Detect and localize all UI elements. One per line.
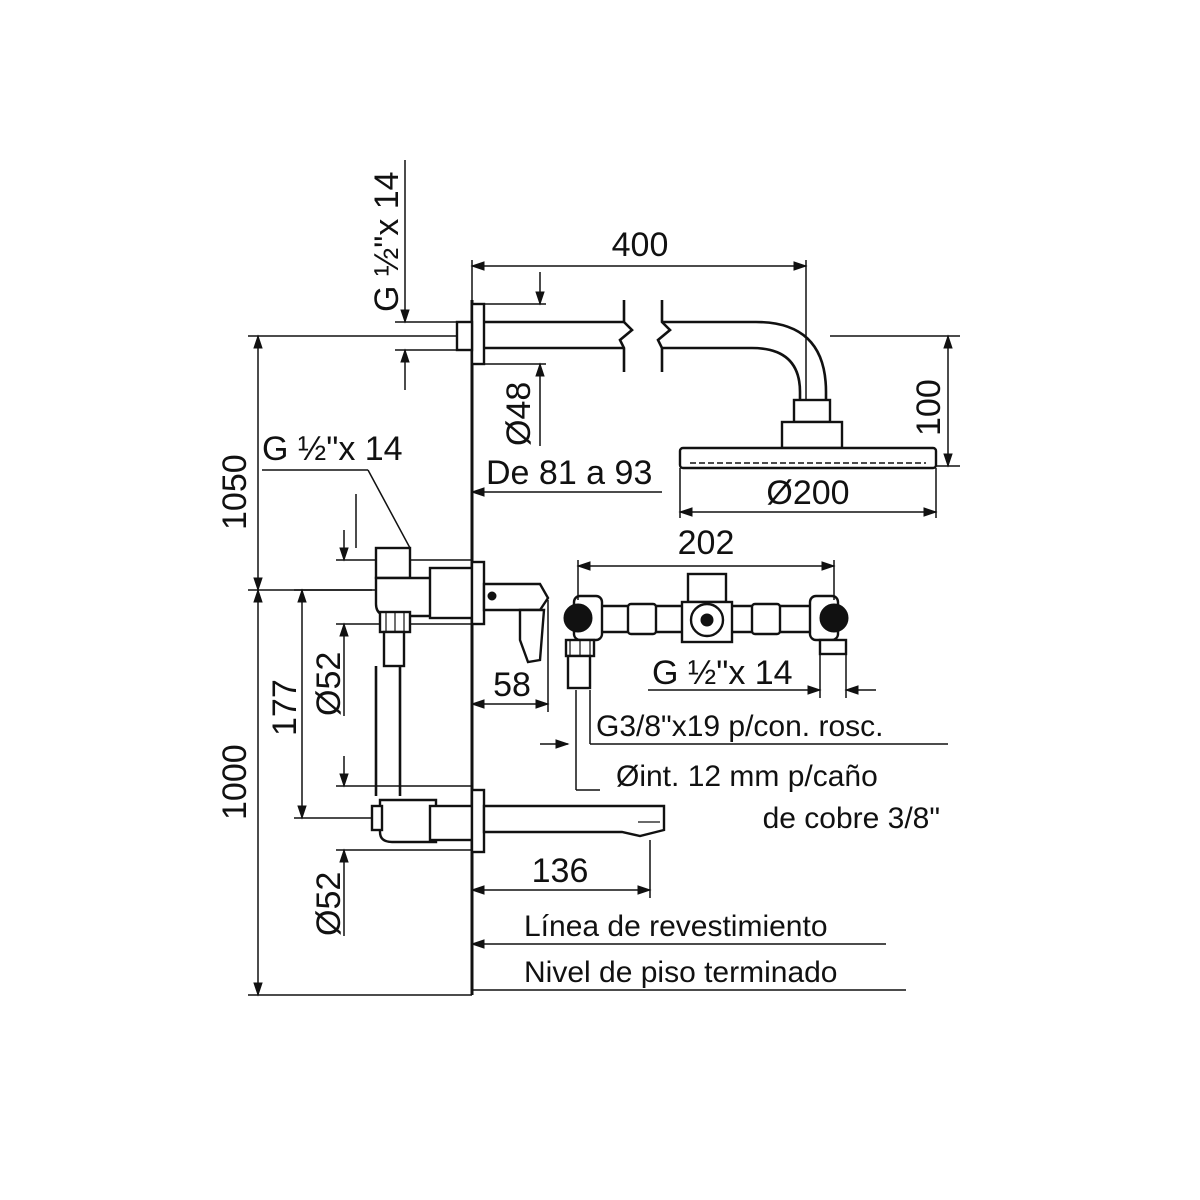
dim-spout-flange: Ø52 <box>310 756 472 936</box>
dim-mixer-thread: G ½"x 14 <box>262 430 411 549</box>
dim-inlet-thread: G ½"x 14 <box>368 160 457 390</box>
copper-pipe-note: Øint. 12 mm p/caño de cobre 3/8" <box>575 690 940 835</box>
mixer-flange-label: Ø52 <box>310 652 348 716</box>
dim-body-thread: G ½"x 14 <box>648 652 876 698</box>
bath-spout <box>370 788 666 854</box>
flange-diameter-label: Ø48 <box>500 382 538 446</box>
spout-flange-label: Ø52 <box>310 872 348 936</box>
mixer-depth-label: 58 <box>493 666 531 704</box>
copper-pipe-label-2: de cobre 3/8" <box>763 802 940 835</box>
mixer-thread-label: G ½"x 14 <box>262 430 403 468</box>
head-diameter-label: Ø200 <box>766 474 849 512</box>
copper-pipe-label-1: Øint. 12 mm p/caño <box>616 760 878 793</box>
inlet-thread-label: G ½"x 14 <box>368 171 406 312</box>
dim-flange-diameter: Ø48 <box>484 272 546 446</box>
dim-spout-length: 136 <box>470 840 652 898</box>
drop-height-label: 100 <box>910 379 948 436</box>
dim-mixer-flange: Ø52 <box>310 530 472 716</box>
dim-mixer-depth: 58 <box>470 600 550 712</box>
threaded-connection-label: G3/8"x19 p/con. rosc. <box>596 710 883 743</box>
threaded-connection-note: G3/8"x19 p/con. rosc. <box>540 690 948 749</box>
dim-head-diameter: Ø200 <box>678 468 938 518</box>
dim-body-width: 202 <box>576 524 836 600</box>
dim-wall-depth: De 81 a 93 <box>470 454 662 497</box>
shower-arm <box>455 300 844 450</box>
arm-length-label: 400 <box>612 226 669 264</box>
spout-length-label: 136 <box>532 852 589 890</box>
shower-height-label: 1050 <box>216 454 254 530</box>
cladding-note: Línea de revestimiento <box>470 910 886 949</box>
finished-floor-note: Nivel de piso terminado <box>472 956 906 991</box>
dim-shower-height: 1050 <box>216 334 457 592</box>
valve-body <box>563 572 849 690</box>
wall-depth-label: De 81 a 93 <box>486 454 652 492</box>
mixer-body <box>374 546 550 796</box>
body-thread-label: G ½"x 14 <box>652 654 793 692</box>
shower-head <box>678 446 938 470</box>
dim-spacing: 177 <box>266 588 372 820</box>
body-width-label: 202 <box>678 524 735 562</box>
tub-height-label: 1000 <box>216 744 254 820</box>
cladding-label: Línea de revestimiento <box>524 910 828 943</box>
spacing-label: 177 <box>266 679 304 736</box>
dim-drop-height: 100 <box>830 334 960 468</box>
dim-arm-length: 400 <box>470 226 808 400</box>
dim-tub-height: 1000 <box>216 588 472 997</box>
finished-floor-label: Nivel de piso terminado <box>524 956 838 989</box>
